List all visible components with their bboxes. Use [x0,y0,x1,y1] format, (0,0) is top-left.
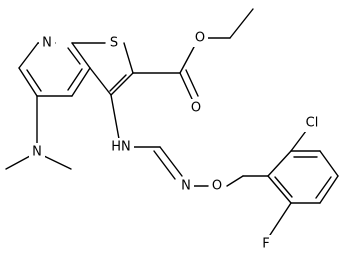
bond [267,175,292,204]
atom-o-ester: O [192,29,208,47]
bond [71,42,91,69]
bond [67,47,81,65]
svg-text:N: N [42,36,52,51]
bond [123,42,134,74]
bond [319,150,339,177]
atom-nh: HN [109,138,134,156]
svg-text:F: F [262,237,269,252]
svg-text:N: N [32,145,42,160]
bond [89,67,112,96]
bond [109,74,127,92]
bond [159,146,183,177]
svg-text:O: O [212,179,222,194]
bond [18,67,38,97]
atom-n-imine: N [178,177,194,195]
svg-text:O: O [195,31,205,46]
bond [110,72,134,96]
atom-o-carbonyl: O [188,99,204,117]
bond [267,150,292,177]
bond [26,69,42,92]
atom-f: F [258,235,274,253]
bond [274,176,293,198]
atom-n-ring: N [39,34,55,52]
bond [185,69,199,97]
bond [110,94,120,140]
atom-cl: Cl [301,114,323,132]
atom-o-oxime: O [209,177,225,195]
bonds [5,8,339,236]
bond [18,42,39,69]
bond [71,67,91,97]
svg-text:HN: HN [111,140,131,155]
atom-labels: N S O O N HN N O [29,29,323,253]
bond [269,202,292,236]
bond [67,68,83,91]
bond [315,176,332,199]
bond [153,150,176,180]
svg-text:Cl: Cl [306,116,319,131]
atom-s-ring: S [106,34,122,52]
bond [226,175,244,187]
svg-text:N: N [181,179,191,194]
bond [290,130,307,152]
bond [43,155,72,170]
svg-text:S: S [110,36,118,51]
svg-text:O: O [191,101,201,116]
bond [179,46,195,74]
bond [319,175,339,204]
bond [179,72,193,100]
bond [5,155,31,170]
atom-n-amine: N [29,143,45,161]
bond [229,8,254,39]
